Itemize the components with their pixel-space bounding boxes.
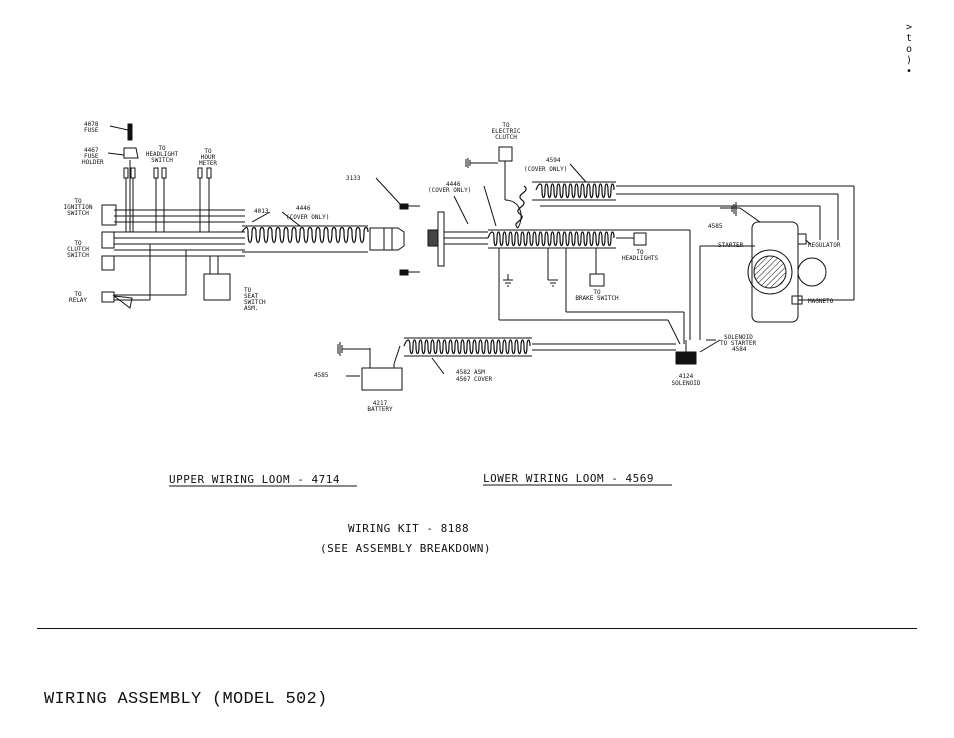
lower-loom-caption: LOWER WIRING LOOM - 4569 xyxy=(483,472,654,485)
loom-connector xyxy=(369,227,405,251)
starter-label: STARTER xyxy=(718,242,744,249)
electric-clutch-connector xyxy=(498,146,513,162)
ground-symbol-1 xyxy=(465,158,498,168)
coil-4594 xyxy=(535,183,615,199)
cover-4594-label: 4594(COVER ONLY) xyxy=(524,157,567,173)
middle-loom-coil xyxy=(487,231,615,247)
ground-symbol-4 xyxy=(731,202,737,216)
part-4585-bottom-label: 4585 xyxy=(314,372,329,379)
magneto-label: MAGNETO xyxy=(808,298,834,305)
relay-connector xyxy=(101,291,133,309)
side-mark: ) xyxy=(905,55,913,66)
side-mark: > xyxy=(905,22,913,33)
leader-lines xyxy=(251,163,811,375)
bolt-symbols xyxy=(375,177,420,276)
ground-symbol-2 xyxy=(503,274,513,287)
upper-loom-coil xyxy=(241,226,369,244)
side-marks: > t o ) • xyxy=(903,22,915,77)
regulator-label: REGULATOR xyxy=(808,242,841,249)
fuse-holder-symbol xyxy=(123,147,139,159)
solenoid-symbol xyxy=(675,351,697,365)
ground-symbol-3 xyxy=(548,279,558,287)
riser-coil xyxy=(515,185,527,229)
cover-4446-label: 4446(COVER ONLY) xyxy=(286,205,329,221)
connector-plugs xyxy=(123,167,212,179)
mounting-bracket xyxy=(437,211,445,267)
part-4585-top-label: 4585 xyxy=(708,223,723,230)
ground-symbol-5 xyxy=(337,342,370,356)
side-mark: o xyxy=(905,44,913,55)
part-4013-label: 4013 xyxy=(254,208,269,215)
fuse-symbol xyxy=(127,123,133,141)
upper-loom-caption: UPPER WIRING LOOM - 4714 xyxy=(169,473,340,486)
side-mark: • xyxy=(905,66,913,77)
left-harness-wires xyxy=(114,160,245,301)
right-harness-wires xyxy=(498,185,855,351)
horizontal-rule xyxy=(37,628,917,629)
battery-symbol xyxy=(361,367,403,391)
seat-switch-connector xyxy=(203,273,231,301)
breakdown-caption: (SEE ASSEMBLY BREAKDOWN) xyxy=(320,542,491,555)
clutch-connector xyxy=(101,231,115,249)
side-mark: t xyxy=(905,33,913,44)
brake-switch-connector xyxy=(589,273,605,287)
wiring-kit-caption: WIRING KIT - 8188 xyxy=(348,522,469,535)
regulator-circle xyxy=(797,257,827,287)
starter-motor xyxy=(747,221,807,323)
part-3133-label: 3133 xyxy=(346,175,361,182)
ignition-connector xyxy=(101,204,117,226)
lower-loom-coil xyxy=(403,339,531,355)
headlight-connector xyxy=(633,232,647,246)
page-title: WIRING ASSEMBLY (MODEL 502) xyxy=(44,690,328,709)
cover-4446b-label: 4446(COVER ONLY) xyxy=(428,181,471,194)
